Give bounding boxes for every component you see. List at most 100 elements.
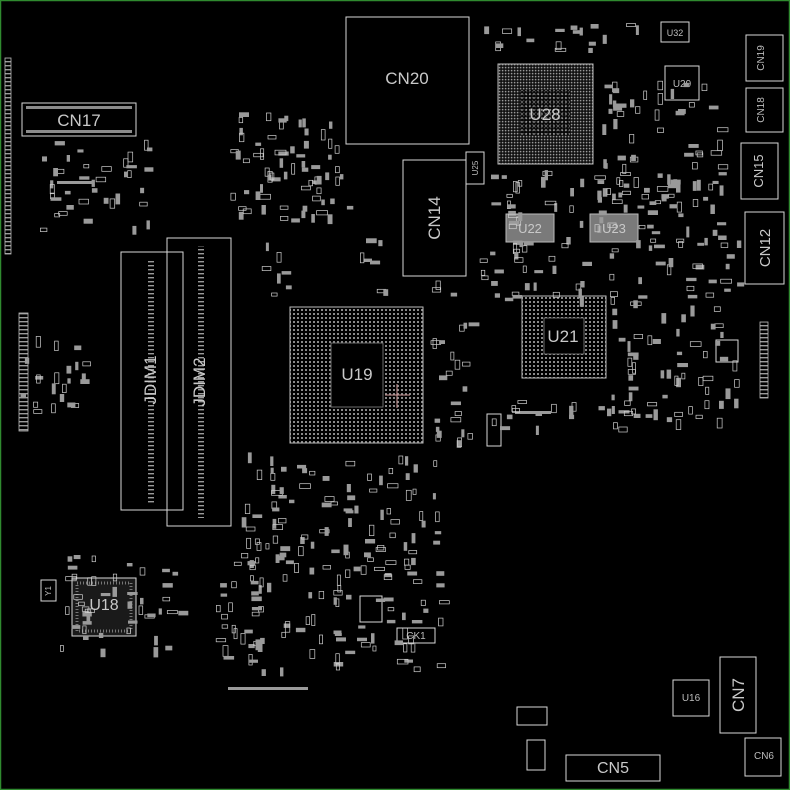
smd-part [681,372,686,380]
smd-part [612,308,618,316]
smd-part [462,361,471,367]
smd-part [434,418,441,423]
smd-part [255,639,261,651]
smd-part [284,621,291,633]
smd-part [321,199,325,206]
smd-part [686,226,690,238]
smd-part [259,577,264,588]
smd-part [272,507,280,512]
smd-part [65,576,77,582]
smd-part [712,180,719,184]
smd-part [454,359,461,370]
right-side-connector [759,321,769,399]
smd-part [612,100,617,108]
smd-part [501,175,507,179]
smd-part [588,47,593,53]
smd-part [627,341,631,352]
smd-part [436,571,445,576]
smd-part [609,94,613,105]
smd-part [692,263,703,269]
smd-part [612,88,620,94]
smd-part [616,177,621,185]
smd-part [278,495,287,499]
smd-part [626,23,636,27]
smd-part [719,185,724,196]
smd-part [623,410,633,417]
smd-part [609,253,615,259]
smd-part [345,460,356,467]
smd-part [666,417,673,423]
smd-part [386,508,391,515]
smd-part [277,556,285,561]
u29-label: U29 [673,79,692,90]
smd-part [316,175,322,185]
smd-part [265,242,269,252]
smd-part [241,553,249,559]
smd-part [283,623,291,628]
smd-part [272,535,279,544]
smd-part [266,112,272,122]
smd-part [676,238,685,243]
smd-part [363,258,372,262]
smd-part [554,47,567,52]
smd-part [380,509,384,520]
smd-part [258,585,262,594]
jdim2-label: JDIM2 [190,357,209,406]
smd-part [126,165,137,169]
smd-part [270,473,276,481]
smd-part [367,557,374,562]
smd-part [623,204,628,213]
smd-part [291,163,296,175]
smd-part [638,295,648,299]
cn17-label: CN17 [57,111,100,130]
smd-part [703,351,708,359]
smd-part [365,539,376,544]
smd-part [318,591,325,600]
smd-part [678,213,684,218]
smd-part [599,217,604,224]
smd-part [165,645,173,651]
smd-part [403,643,408,653]
smd-part [231,581,237,589]
smd-part [652,339,661,344]
smd-part [301,167,309,172]
smd-part [517,180,523,187]
smd-part [91,188,98,193]
smd-part [238,117,244,124]
smd-part [511,408,520,413]
smd-part [618,192,623,198]
smd-part [656,186,669,192]
u28-chip: U28 [497,63,594,165]
smd-part [673,179,678,187]
smd-part [370,260,381,265]
smd-part [389,532,396,539]
smd-part [285,560,294,565]
smd-part [669,204,678,209]
smd-part [215,638,227,643]
smd-part [51,383,56,395]
smd-part [420,599,426,606]
smd-part [494,293,500,298]
smd-part [541,176,546,188]
u19-chip: U19 [289,306,424,444]
smd-part [611,406,615,414]
smd-part [620,172,631,176]
smd-part [569,205,574,213]
smd-part [598,406,605,411]
smd-part [737,282,745,287]
smd-part [33,409,43,414]
smd-part [402,612,406,621]
smd-part [249,564,256,571]
left-edge-connector-top [4,57,12,255]
smd-part [569,414,575,420]
smd-part [244,503,251,514]
smd-part [439,340,445,344]
smd-part [704,400,710,410]
smd-part [274,149,287,156]
smd-part [648,245,653,251]
smd-part [280,546,291,552]
smd-part [555,28,565,32]
smd-part [83,635,89,640]
smd-part [78,601,85,607]
smd-part [633,334,643,339]
